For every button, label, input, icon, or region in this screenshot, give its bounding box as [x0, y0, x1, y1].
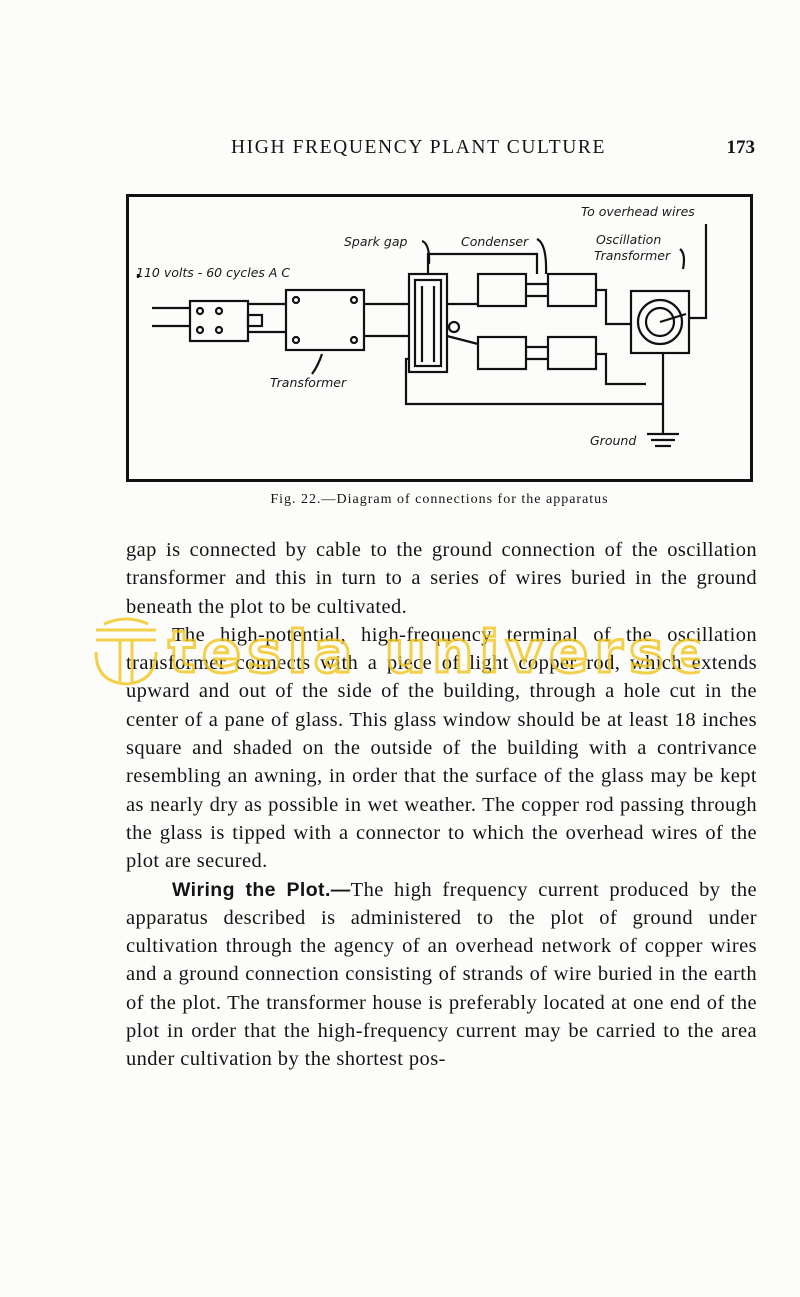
- paragraph-1: gap is connected by cable to the ground …: [126, 539, 757, 618]
- paragraph-3-text: The high frequency current produced by t…: [126, 878, 757, 1071]
- condenser-1: [476, 272, 528, 308]
- tesla-universe-watermark: tesla universe: [90, 612, 700, 692]
- figure-caption: Fig. 22.—Diagram of connections for the …: [270, 492, 609, 507]
- oscillation-transformer: [629, 289, 691, 355]
- condenser-3: [476, 335, 528, 371]
- body-text: gap is connected by cable to the ground …: [126, 536, 757, 1074]
- diagram-border: [126, 194, 753, 482]
- label-ground: Ground: [590, 433, 636, 448]
- section-heading-wiring-the-plot: Wiring the Plot.—: [172, 878, 351, 901]
- label-transformer: Transformer: [270, 375, 347, 390]
- paragraph-3: Wiring the Plot.—The high frequency curr…: [126, 876, 757, 1074]
- watermark-logo-icon: [94, 617, 158, 686]
- label-overhead-wires: To overhead wires: [581, 204, 695, 219]
- label-supply-voltage: 110 volts - 60 cycles A C: [136, 265, 290, 280]
- label-spark-gap: Spark gap: [344, 234, 407, 249]
- label-oscillation-transformer: Transformer: [594, 248, 671, 263]
- circuit-diagram: To overhead wires Spark gap Condenser Os…: [126, 194, 753, 482]
- label-condenser: Condenser: [461, 234, 529, 249]
- page-number: 173: [726, 137, 756, 158]
- watermark-text: tesla universe: [168, 618, 700, 686]
- label-oscillation: Oscillation: [596, 232, 661, 247]
- running-title: HIGH FREQUENCY PLANT CULTURE: [231, 137, 607, 158]
- paragraph-2: The high-potential, high-frequency termi…: [126, 623, 757, 873]
- running-head: HIGH FREQUENCY PLANT CULTURE 173: [128, 137, 755, 165]
- condenser-2: [546, 272, 598, 308]
- condenser-4: [546, 335, 598, 371]
- step-up-transformer: [284, 288, 366, 352]
